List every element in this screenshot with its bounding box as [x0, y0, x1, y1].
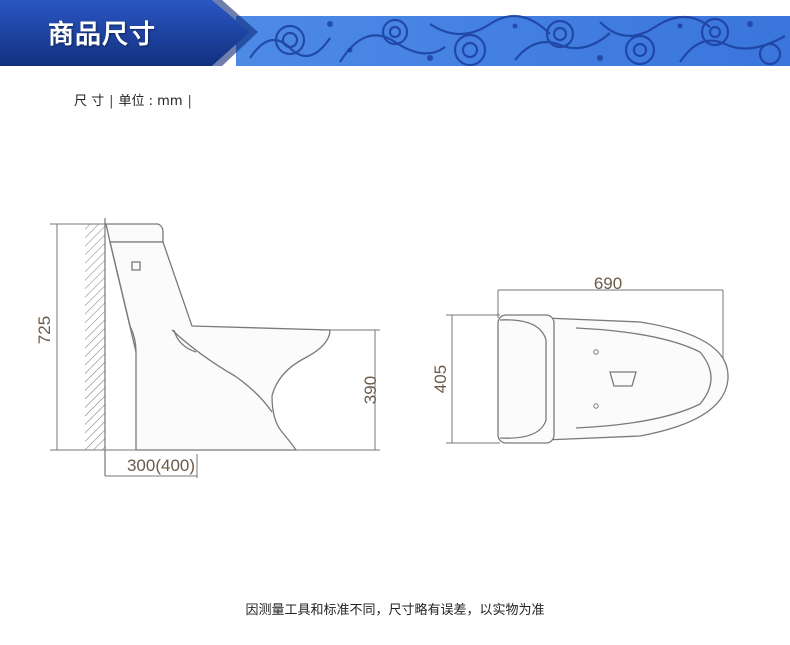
size-label: 尺 寸	[74, 94, 105, 109]
bolt-hole-icon	[593, 403, 599, 409]
dimension-drawing: 725 390 300(400) 690 405	[35, 218, 729, 478]
dim-height-total: 725	[35, 316, 54, 344]
dim-rough-in: 300(400)	[127, 456, 195, 475]
dim-width: 405	[431, 365, 450, 393]
dim-height-seat: 390	[361, 376, 380, 404]
bolt-hole-icon	[593, 349, 599, 355]
header-banner: 商品尺寸	[0, 0, 790, 66]
top-view: 690 405	[431, 274, 729, 444]
side-view: 725 390 300(400)	[35, 218, 380, 478]
wall-hatch	[85, 224, 105, 450]
dim-length: 690	[594, 274, 622, 293]
footnote: 因测量工具和标准不同，尺寸略有误差，以实物为准	[245, 603, 545, 618]
banner-background	[0, 0, 790, 66]
toilet-side-silhouette	[105, 223, 331, 451]
toilet-top-silhouette	[497, 314, 729, 444]
separator: |	[187, 94, 192, 109]
unit-label: 单位 : mm	[118, 94, 183, 109]
separator: |	[109, 94, 114, 109]
unit-line: 尺 寸 | 单位 : mm |	[74, 90, 197, 109]
page-title: 商品尺寸	[48, 20, 157, 50]
